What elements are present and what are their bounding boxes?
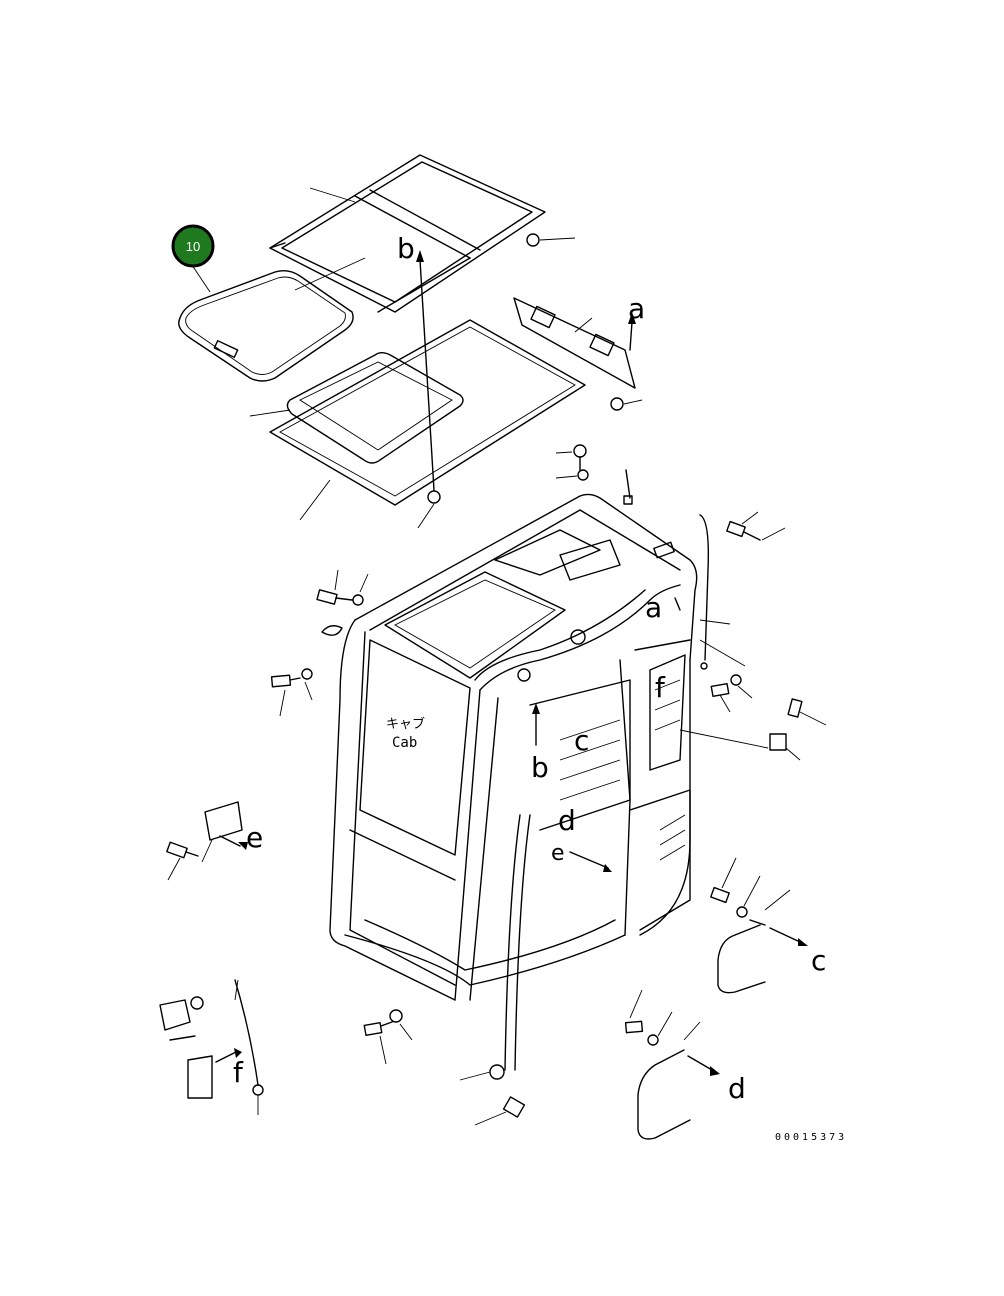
- callout-badge-circle[interactable]: [171, 224, 215, 268]
- label-b-top: b: [397, 232, 415, 265]
- label-d-cab: d: [558, 804, 576, 837]
- grab-bar-c: [710, 857, 808, 994]
- label-e-left: e: [246, 821, 263, 854]
- label-a-cab: a: [645, 591, 662, 624]
- roof-panel: [249, 319, 586, 521]
- label-a-top: a: [628, 292, 645, 325]
- b-arrow: [416, 250, 435, 491]
- cab-label-jp: キャブ: [386, 716, 425, 732]
- cab-frame: [329, 493, 698, 1071]
- document-number: 00015373: [775, 1132, 847, 1143]
- cab-label-en: Cab: [392, 735, 417, 751]
- label-f-left: f: [233, 1056, 244, 1089]
- grab-bar-d: [624, 989, 720, 1140]
- callout-10[interactable]: 10: [171, 224, 215, 268]
- label-c-grip: c: [811, 944, 826, 977]
- label-d-grip: d: [728, 1072, 746, 1105]
- floor-bolts: [363, 1009, 526, 1126]
- label-b-cab: b: [531, 751, 549, 784]
- callout-badge-number[interactable]: 10: [186, 239, 200, 254]
- label-c-cab: c: [574, 724, 589, 757]
- label-f-cab: f: [655, 671, 666, 704]
- cab-bolts: [270, 469, 827, 761]
- label-e-cab: e: [551, 841, 565, 866]
- wire-harness: [159, 979, 264, 1115]
- left-plate: [166, 801, 248, 881]
- roof-hatch-panel: [178, 257, 366, 382]
- roof-bolts: [417, 233, 643, 529]
- roof-frame-assembly: [269, 154, 546, 313]
- rear-bracket: [513, 297, 636, 389]
- inner-arrows: [532, 597, 681, 872]
